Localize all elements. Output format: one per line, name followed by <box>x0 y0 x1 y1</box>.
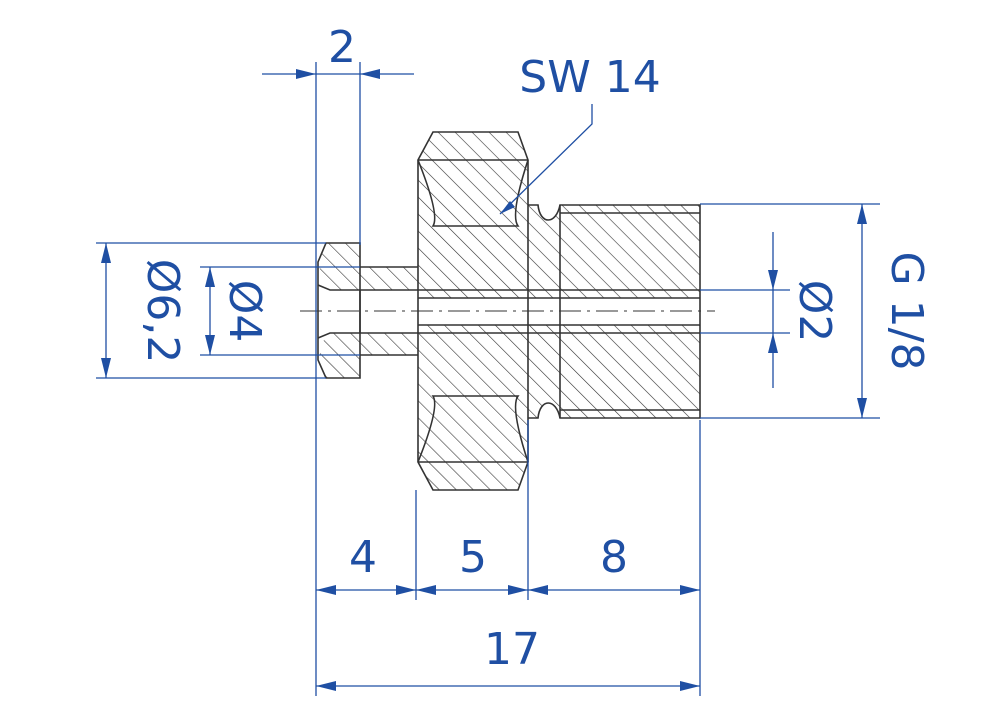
shank-upper-section <box>360 267 418 290</box>
thread-lower-section <box>528 325 700 418</box>
dim-bore-diameter: Ø2 <box>789 280 840 343</box>
dim-overall-length: 17 <box>484 624 540 675</box>
hex-facet-line <box>417 395 529 463</box>
dim-collar-width: 2 <box>328 22 356 73</box>
part-section <box>300 131 715 491</box>
shank-outline <box>360 266 418 356</box>
hex-facet-line <box>417 159 529 227</box>
dim-thread: G 1/8 <box>881 252 932 371</box>
dim-thread-length: 8 <box>600 532 628 583</box>
thread-upper-section <box>528 205 700 298</box>
dim-wrench-size: SW 14 <box>519 52 660 103</box>
shank-lower-section <box>360 333 418 355</box>
hex-upper-section <box>418 132 528 298</box>
dimension-lines <box>96 62 880 696</box>
hex-lower-section <box>418 325 528 490</box>
bore-outline <box>317 284 700 339</box>
dim-shank-diameter: Ø4 <box>219 280 270 343</box>
dim-shank-length: 4 <box>349 532 377 583</box>
dim-hex-length: 5 <box>459 532 487 583</box>
dim-collar-diameter: Ø6,2 <box>137 259 188 364</box>
hex-outline <box>417 131 529 491</box>
